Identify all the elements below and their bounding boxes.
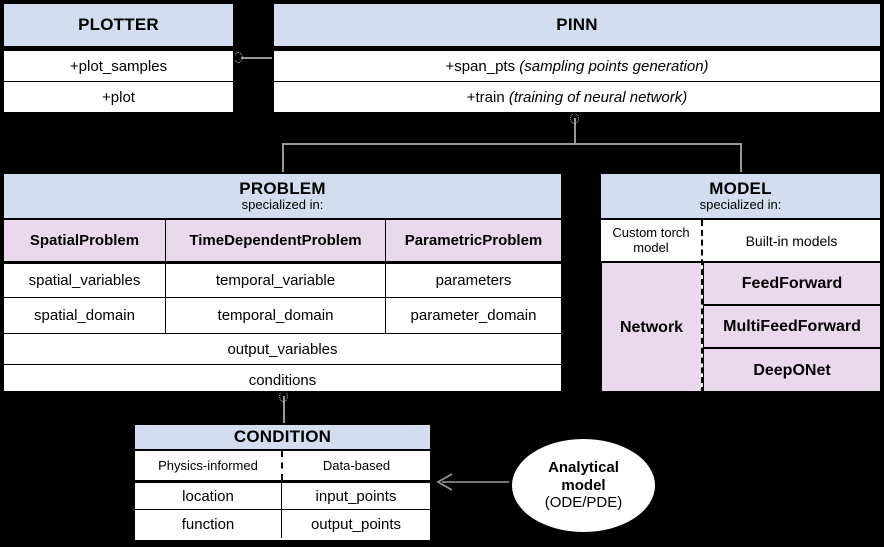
plotter-method-row: +plot_samples: [4, 48, 233, 81]
model-custom-torch-label: Custom torch model: [612, 224, 690, 255]
pinn-header: PINN: [274, 4, 880, 48]
analytical-model-line1: Analytical: [548, 459, 619, 477]
problem-title: PROBLEM: [239, 178, 326, 198]
condition-attr-cell: function: [135, 510, 281, 538]
condition-attribute-row: location input_points: [135, 480, 430, 509]
analytical-model-line3: (ODE/PDE): [544, 494, 623, 512]
connector-problem-condition-line: [283, 396, 285, 424]
model-builtin-item[interactable]: DeepONet: [703, 349, 880, 391]
problem-attr-cell: parameter_domain: [385, 298, 561, 333]
pinn-method-row: +span_pts (sampling points generation): [274, 48, 880, 81]
problem-subtitle: specialized in:: [241, 197, 324, 213]
model-custom-torch-header: Custom torch model: [601, 220, 701, 263]
model-builtin-item[interactable]: MultiFeedForward: [703, 306, 880, 349]
condition-title: CONDITION: [233, 427, 332, 447]
problem-attr-label: temporal_variable: [215, 272, 336, 289]
problem-attr-cell: parameters: [385, 264, 561, 297]
problem-specialization-parametric[interactable]: ParametricProblem: [385, 220, 561, 261]
problem-specialization-timedependent[interactable]: TimeDependentProblem: [165, 220, 385, 261]
pinn-method-note: (sampling points generation): [519, 57, 709, 75]
problem-specialization-spatial[interactable]: SpatialProblem: [4, 220, 165, 261]
model-header: MODEL specialized in:: [601, 174, 880, 220]
model-builtin-header: Built-in models: [703, 220, 880, 263]
model-subtitle: specialized in:: [699, 197, 782, 213]
problem-shared-attr-label: output_variables: [227, 340, 338, 358]
condition-attr-cell: input_points: [281, 483, 430, 509]
model-network-cell[interactable]: Network: [601, 263, 701, 391]
problem-attr-label: parameter_domain: [410, 307, 537, 324]
class-box-pinn[interactable]: PINN +span_pts (sampling points generati…: [272, 2, 882, 114]
plotter-method-row: +plot: [4, 81, 233, 112]
condition-category-row: Physics-informed Data-based: [135, 451, 430, 480]
pinn-title: PINN: [556, 15, 598, 35]
problem-specialization-label: TimeDependentProblem: [189, 232, 362, 249]
condition-category-data: Data-based: [281, 451, 430, 480]
class-box-problem[interactable]: PROBLEM specialized in: SpatialProblem T…: [2, 172, 563, 393]
condition-attr-label: input_points: [315, 487, 397, 505]
condition-attr-cell: location: [135, 483, 281, 509]
condition-attribute-row: function output_points: [135, 509, 430, 538]
plotter-title: PLOTTER: [78, 15, 159, 35]
problem-specialization-row: SpatialProblem TimeDependentProblem Para…: [4, 220, 561, 261]
condition-attr-cell: output_points: [281, 510, 430, 538]
class-box-condition[interactable]: CONDITION Physics-informed Data-based lo…: [133, 423, 432, 542]
problem-attr-label: spatial_variables: [28, 272, 141, 289]
model-builtin-label: Built-in models: [745, 232, 838, 249]
problem-specialization-label: ParametricProblem: [404, 232, 543, 249]
plotter-method-label: +plot: [102, 88, 135, 106]
problem-header: PROBLEM specialized in:: [4, 174, 561, 220]
problem-attr-cell: temporal_variable: [165, 264, 385, 297]
class-box-model[interactable]: MODEL specialized in: Custom torch model…: [599, 172, 882, 393]
class-box-plotter[interactable]: PLOTTER +plot_samples +plot: [2, 2, 235, 114]
problem-shared-attr-label: conditions: [248, 371, 317, 389]
connector-pinn-trunk-endpoint-icon: [570, 113, 579, 124]
problem-attr-cell: temporal_domain: [165, 298, 385, 333]
connector-pinn-trunk-line: [574, 118, 576, 144]
problem-attr-cell: spatial_variables: [4, 264, 165, 297]
pinn-method-row: +train (training of neural network): [274, 81, 880, 112]
condition-category-label: Data-based: [322, 458, 391, 473]
connector-plotter-pinn-line: [241, 57, 273, 59]
plotter-method-label: +plot_samples: [69, 57, 168, 75]
problem-shared-attribute-row: conditions: [4, 364, 561, 391]
model-builtin-item[interactable]: FeedForward: [703, 263, 880, 306]
problem-attr-label: spatial_domain: [34, 307, 135, 324]
condition-attr-label: function: [181, 515, 235, 533]
connector-pinn-to-model-line: [740, 143, 742, 173]
condition-header: CONDITION: [135, 425, 430, 451]
model-builtin-item-label: DeepONet: [753, 362, 831, 379]
plotter-header: PLOTTER: [4, 4, 233, 48]
connector-pinn-to-problem-line: [282, 143, 284, 173]
pinn-method-name: +train: [466, 88, 505, 106]
connector-pinn-branch-line: [282, 143, 741, 145]
model-title: MODEL: [709, 178, 772, 198]
pinn-method-note: (training of neural network): [508, 88, 688, 106]
problem-attr-cell: spatial_domain: [4, 298, 165, 333]
problem-attr-label: temporal_domain: [217, 307, 334, 324]
pinn-method-name: +span_pts: [445, 57, 516, 75]
problem-specialization-label: SpatialProblem: [29, 232, 140, 249]
problem-shared-attribute-row: output_variables: [4, 333, 561, 364]
condition-attr-label: location: [182, 487, 234, 505]
problem-attr-label: parameters: [435, 272, 512, 289]
analytical-model-ellipse[interactable]: Analytical model (ODE/PDE): [509, 436, 658, 535]
problem-attribute-row: spatial_variables temporal_variable para…: [4, 261, 561, 297]
condition-category-physics: Physics-informed: [135, 451, 281, 480]
problem-attribute-row: spatial_domain temporal_domain parameter…: [4, 297, 561, 333]
condition-attr-label: output_points: [310, 515, 402, 533]
connector-plotter-pinn-endpoint-icon: [234, 52, 243, 63]
model-builtin-item-label: FeedForward: [741, 274, 843, 292]
connector-analytical-to-condition-arrow: [436, 473, 520, 491]
condition-category-label: Physics-informed: [158, 458, 258, 473]
model-builtin-item-label: MultiFeedForward: [723, 317, 861, 335]
analytical-model-line2: model: [561, 476, 606, 494]
model-network-label: Network: [619, 319, 684, 336]
